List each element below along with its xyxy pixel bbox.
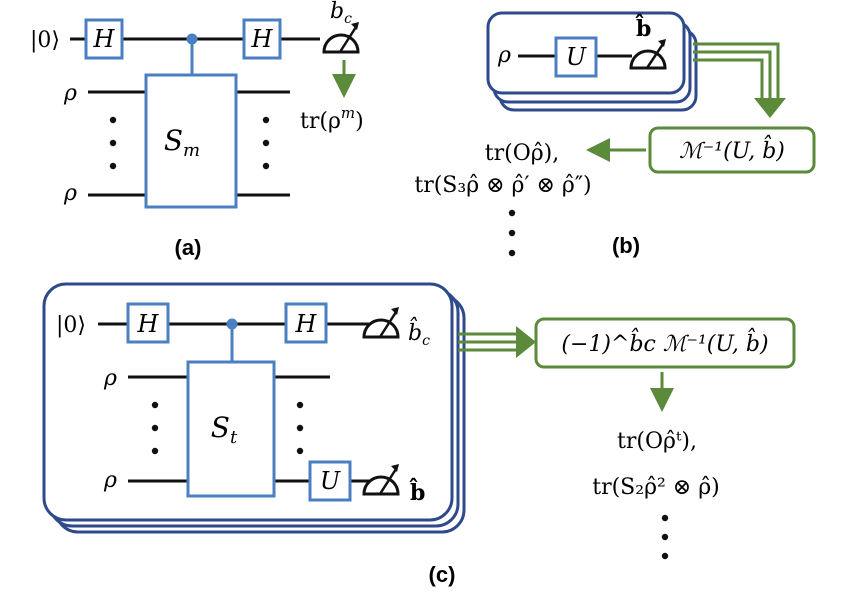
rho-c-bottom: ρ xyxy=(103,468,117,493)
panel-c-label: (c) xyxy=(429,562,456,587)
rho-a-top: ρ xyxy=(63,81,77,106)
inverse-map-c xyxy=(534,317,796,369)
meas-label-c-top: b̂c xyxy=(408,317,430,349)
s-gate-a-label: Sm xyxy=(164,124,200,161)
ket-zero: |0⟩ xyxy=(30,28,60,53)
s-gate-c-label: St xyxy=(211,411,238,448)
result-c-line1: tr(Oρ̂ᵗ), xyxy=(617,429,697,454)
h-gate-left xyxy=(84,18,124,60)
panel-c: |0⟩ H H b̂c ρ ρ St U xyxy=(42,282,796,587)
vdots-a-right xyxy=(262,116,270,170)
triple-arrow-b-head xyxy=(754,98,786,118)
meter-icon xyxy=(362,464,400,496)
meas-label-b: b̂ xyxy=(635,14,651,42)
s-gate-a xyxy=(144,73,238,209)
panel-b-label: (b) xyxy=(612,233,640,258)
u-gate-c xyxy=(308,460,352,502)
triple-arrow-c xyxy=(458,332,518,352)
inverse-map-b xyxy=(648,126,816,174)
h-gate-right xyxy=(242,18,282,60)
meas-label-c-bottom: b̂ xyxy=(409,478,425,506)
inverse-map-b-label: ℳ⁻¹(U, b̂) xyxy=(679,135,785,164)
result-a: tr(ρm) xyxy=(300,104,364,134)
rho-b: ρ xyxy=(497,43,511,68)
meter-icon xyxy=(362,307,400,339)
u-gate-b xyxy=(554,36,598,78)
h-gate-left-label: H xyxy=(93,25,116,53)
h-gate-c-left-label: H xyxy=(137,310,160,338)
result-b-line2: tr(S₃ρ̂ ⊗ ρ̂′ ⊗ ρ̂″) xyxy=(414,173,591,198)
triple-arrow-b xyxy=(693,42,780,98)
panel-b: ρ U b̂ ℳ⁻¹(U, b̂) tr(Oρ̂), tr(S₃ρ̂ ⊗ ρ̂′… xyxy=(414,11,816,258)
h-gate-c-left xyxy=(126,302,170,344)
vdots-c-left xyxy=(151,401,159,455)
h-gate-right-label: H xyxy=(251,25,274,53)
meter-icon xyxy=(629,39,667,70)
triple-arrow-c-head xyxy=(516,326,536,358)
vdots-c xyxy=(661,514,669,560)
vdots-c-right xyxy=(296,401,304,455)
result-b-line1: tr(Oρ̂), xyxy=(485,141,560,166)
rho-a-bottom: ρ xyxy=(63,181,77,206)
panel-a-label: (a) xyxy=(175,235,202,260)
h-gate-c-right xyxy=(284,302,328,344)
vdots-b xyxy=(508,209,516,257)
meter-icon xyxy=(322,22,360,54)
s-gate-c xyxy=(186,360,276,498)
h-gate-c-right-label: H xyxy=(295,310,318,338)
inverse-map-c-label: (−1)^b̂c ℳ⁻¹(U, b̂) xyxy=(561,328,768,357)
vdots-a-left xyxy=(109,116,117,170)
result-c-line2: tr(S₂ρ̂² ⊗ ρ̂) xyxy=(592,475,720,500)
u-gate-b-label: U xyxy=(566,43,587,71)
rho-c-top: ρ xyxy=(103,366,117,391)
panel-a: |0⟩ H H bc tr(ρm) ρ ρ xyxy=(30,0,364,260)
ket-zero-c: |0⟩ xyxy=(56,313,86,338)
meas-label-bc: bc xyxy=(330,0,352,27)
u-gate-c-label: U xyxy=(320,467,341,495)
